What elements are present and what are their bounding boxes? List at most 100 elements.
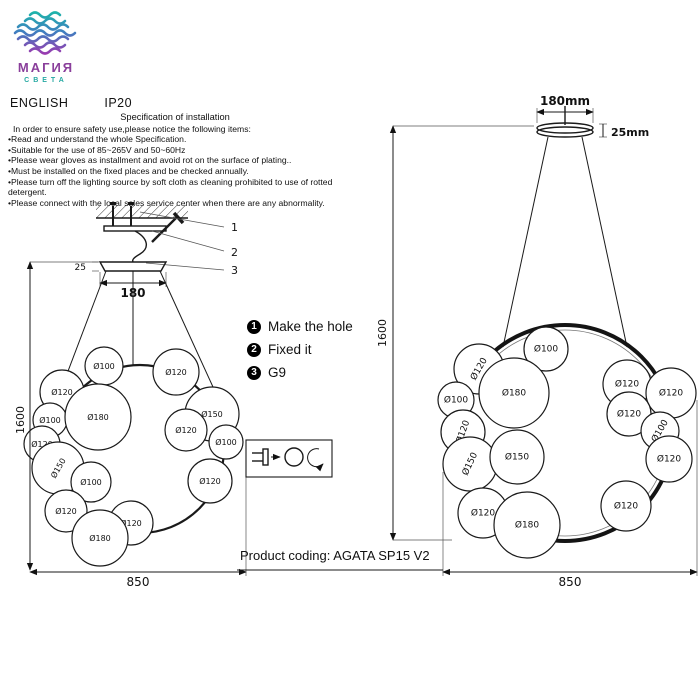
g9-base [262,448,269,466]
step-3-label: G9 [268,365,287,380]
glass-ball-label: Ø150 [201,409,223,419]
dim-1600-label-right: 1600 [376,319,389,347]
dim-180mm-label: 180mm [540,94,590,108]
glass-ball-label: Ø120 [615,379,640,390]
glass-ball-label: Ø180 [89,533,111,543]
glass-ball [71,509,129,567]
glass-ball-label: Ø120 [199,476,221,486]
mounting-bracket [103,225,167,232]
glass-ball-label: Ø180 [87,412,109,422]
glass-ball-label: Ø120 [175,425,197,435]
glass-ball [187,458,233,504]
spec-item: •Please connect with the local sales ser… [8,197,325,208]
callout-1: 1 [231,221,238,234]
brand-subtitle: СВЕТА [24,77,68,84]
legend-step-1: 1 Make the hole [247,315,353,338]
spec-item: •Suitable for the use of 85~265V and 50~… [8,144,186,155]
glass-ball-label: Ø100 [80,477,102,487]
dim-canopy-thickness-right: 25mm [599,123,649,139]
glass-ball-label: Ø120 [471,508,496,519]
glass-ball-label: Ø120 [659,388,684,399]
glass-ball [489,429,545,485]
spec-item: •Read and understand the whole Specifica… [8,134,187,145]
canopy-plate [98,261,168,272]
callout-2: 2 [231,246,238,259]
dim-25-label: 25 [75,263,86,273]
glass-ball-label: Ø120 [120,518,142,528]
suspension-wires [61,270,214,388]
legend-step-2: 2 Fixed it [247,338,353,361]
glass-ball-label: Ø120 [51,387,73,397]
glass-ball-label: Ø120 [617,409,642,420]
glass-ball-label: Ø180 [502,388,527,399]
g9-bulb-icon [284,447,304,467]
dim-height-left: 1600 [14,261,98,571]
install-tool-and-cable [131,211,185,263]
glass-ball [600,480,652,532]
spec-title: Specification of installation [120,112,230,122]
glass-ball [523,326,569,372]
dim-width-right: 850 [442,400,698,589]
suspension-wires-right [502,136,628,348]
spec-item: •Must be installed on the fixed places a… [8,165,249,176]
glass-ball-label: Ø120 [31,439,53,449]
spec-intro: In order to ensure safety use,please not… [13,123,251,134]
glass-ball-label: Ø120 [614,501,639,512]
install-steps-legend: 1 Make the hole 2 Fixed it 3 G9 [247,315,353,384]
glass-ball [64,383,132,451]
step-2-badge: 2 [247,342,261,357]
glass-ball-label: Ø150 [505,452,530,463]
canopy-disk [536,122,594,138]
spec-block: Specification of installation In order t… [8,112,342,208]
glass-ball-label: Ø180 [515,520,540,531]
glass-ball [164,408,208,452]
dim-25mm-label: 25mm [611,126,649,139]
step-3-badge: 3 [247,365,261,380]
glass-ball-label: Ø120 [657,454,682,465]
twist-arrow-icon [307,448,324,472]
g9-bulb-box [245,439,333,478]
glass-ball-label: Ø100 [534,344,559,355]
glass-ball [208,424,244,460]
step-1-badge: 1 [247,319,261,334]
glass-ball [493,491,561,559]
language-row: ENGLISH IP20 [10,96,132,110]
dim-canopy-width-right: 180mm [536,94,594,123]
dim-height-right: 1600 [376,125,534,541]
anchor-bolt [110,202,116,205]
callouts: 1 2 3 [139,211,238,277]
glass-ball [478,357,550,429]
spec-item: •Please turn off the lighting source by … [8,176,333,198]
callout-3: 3 [231,264,238,277]
brand-name: МАГИЯ [17,60,75,75]
glass-ball [44,489,88,533]
glass-ball-label: Ø100 [444,395,469,406]
glass-ball-label: Ø120 [165,367,187,377]
dim-1600-label-left: 1600 [14,406,27,434]
glass-ball [70,461,112,503]
dim-850-label-left: 850 [127,575,150,589]
glass-ball [152,348,200,396]
dim-canopy-thickness: 25 [75,261,99,273]
glass-ball [645,435,693,483]
ip-rating: IP20 [104,96,133,110]
product-coding: Product coding: AGATA SP15 V2 [240,548,430,563]
glass-ball-label: Ø120 [55,506,77,516]
step-2-label: Fixed it [268,342,312,357]
dim-850-label-right: 850 [559,575,582,589]
brand-logo-waves [13,11,77,55]
right-diagram: 180mm 25mm Ø100Ø120Ø180Ø100Ø120Ø120Ø120Ø… [376,94,698,589]
spec-item: •Please wear gloves as installment and a… [8,155,292,166]
anchor-bolt [128,202,134,205]
glass-ball-label: Ø100 [39,415,61,425]
language-label: ENGLISH [10,96,69,110]
suspension-cable [131,230,147,263]
step-1-label: Make the hole [268,319,353,334]
glass-ball-label: Ø100 [93,361,115,371]
legend-step-3: 3 G9 [247,361,353,384]
screwdriver-icon [151,217,177,243]
